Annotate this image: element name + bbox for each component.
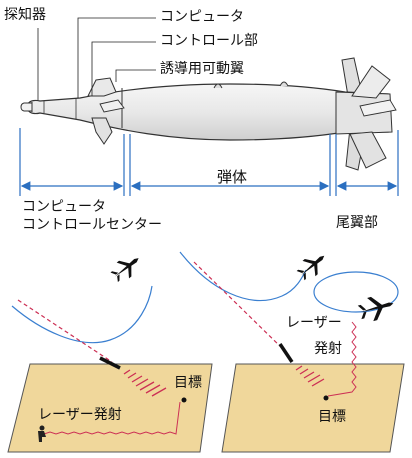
label-center-line1: コンピュータ <box>22 199 106 215</box>
canard-lower <box>91 117 113 145</box>
label-computer: コンピュータ <box>160 9 244 25</box>
canard-upper <box>87 77 117 97</box>
dimension-lines <box>19 128 399 196</box>
laser-beam-right <box>327 321 357 397</box>
bomb-right <box>278 343 294 363</box>
laser-beam-left <box>43 401 181 435</box>
flight-path-left <box>11 285 153 344</box>
label-tail: 尾翼部 <box>336 215 378 231</box>
laser-spot-right <box>295 365 325 387</box>
jet-left <box>110 258 139 282</box>
label-detector: 探知器 <box>4 7 46 23</box>
missile <box>20 57 397 171</box>
laser-reflection-left <box>17 299 113 363</box>
laser-reflection-right <box>193 261 287 353</box>
tail-fin-upper <box>351 65 391 99</box>
label-target-right: 目標 <box>318 409 346 425</box>
label-fins: 誘導用可動翼 <box>160 61 244 77</box>
label-laser-right-line2: 発射 <box>314 341 342 357</box>
leader-lines <box>37 17 156 100</box>
label-control: コントロール部 <box>160 33 258 49</box>
label-body: 弾体 <box>213 170 252 185</box>
jet-right-high <box>296 255 325 281</box>
tail-fin-side <box>359 99 397 117</box>
bomb-left <box>99 356 121 370</box>
canard-side <box>99 99 125 113</box>
ground-left <box>7 363 213 453</box>
label-target-left: 目標 <box>174 375 202 391</box>
label-laser-left: レーザー発射 <box>38 407 122 423</box>
ground-right <box>221 363 405 453</box>
seeker-head <box>20 102 33 112</box>
target-right <box>323 395 329 401</box>
jet-right-orbit <box>357 296 394 322</box>
soldier-left <box>38 425 46 442</box>
orbit-right <box>313 271 399 313</box>
left-scene <box>7 258 213 453</box>
flight-path-right <box>179 251 307 301</box>
missile-body <box>27 83 389 141</box>
laser-spot-left <box>123 369 167 397</box>
right-scene <box>179 251 405 453</box>
label-center-line2: コントロールセンター <box>22 217 162 233</box>
target-left <box>181 397 187 403</box>
tail-fin-lower <box>349 131 387 169</box>
label-laser-right-line1: レーザー <box>286 315 342 331</box>
